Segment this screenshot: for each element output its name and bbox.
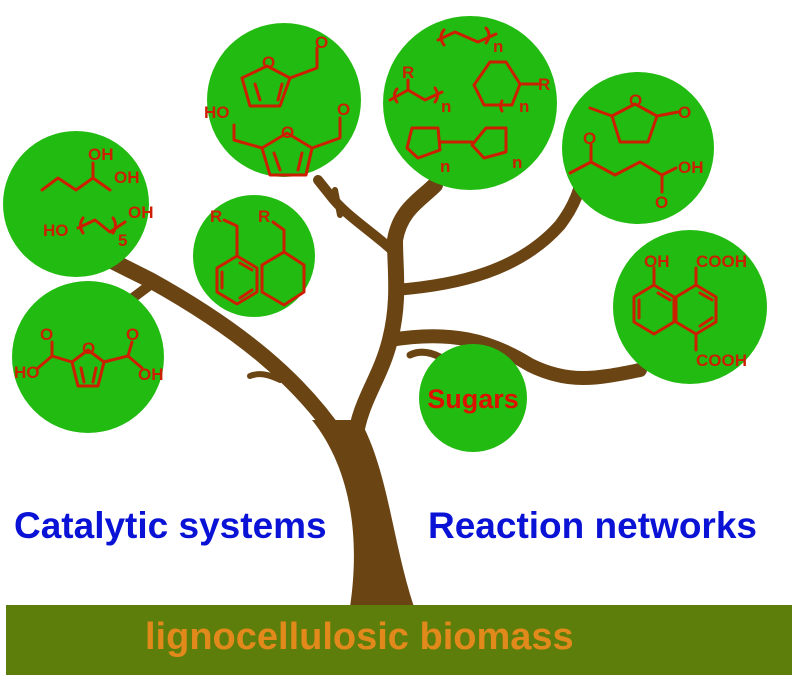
label-subscript-n: n: [493, 37, 503, 56]
label-o: O: [678, 103, 691, 122]
label-r: R: [258, 207, 270, 226]
branch-sugars-twig: [406, 348, 444, 361]
leaf-hydrocarbons: n R n R n n n: [383, 16, 557, 190]
branch-upper-twig: [332, 187, 343, 218]
label-o: O: [281, 123, 294, 142]
label-subscript-n: n: [512, 153, 522, 172]
leaf-naphthalene-acids: OH COOH COOH: [613, 230, 767, 384]
label-r: R: [210, 207, 222, 226]
label-subscript-n: n: [519, 97, 529, 116]
label-cooh: COOH: [696, 252, 747, 271]
leaf-sugars: Sugars: [419, 344, 527, 452]
label-o: O: [583, 129, 596, 148]
leaf-fdca: O HO OH O O: [12, 281, 164, 433]
branch-right-lower: [383, 329, 647, 385]
label-oh: OH: [128, 203, 154, 222]
ground-label: lignocellulosic biomass: [145, 616, 574, 658]
label-o: O: [655, 193, 668, 212]
label-ho: HO: [43, 221, 69, 240]
branch-left-main: [82, 242, 348, 448]
leaf-furfural-hmf: O O HO O O: [204, 23, 361, 177]
label-subscript-n: n: [440, 157, 450, 176]
label-o: O: [629, 91, 642, 110]
branch-left-twig: [247, 371, 283, 383]
label-r: R: [538, 75, 550, 94]
ground-bar: [6, 605, 792, 675]
leaf-alkyl-aromatics: R R: [193, 195, 315, 317]
label-oh: OH: [138, 365, 164, 384]
leaf-gvl-levulinic: O O O OH O: [562, 72, 714, 224]
label-o: O: [315, 33, 328, 52]
label-r: R: [402, 63, 414, 82]
label-o: O: [262, 53, 275, 72]
label-oh: OH: [114, 168, 140, 187]
sugars-label: Sugars: [427, 384, 519, 414]
label-o: O: [82, 339, 95, 358]
reaction-networks-label: Reaction networks: [428, 505, 757, 546]
label-o: O: [337, 100, 350, 119]
label-oh: OH: [644, 252, 670, 271]
label-subscript-n: n: [441, 97, 451, 116]
leaf-diols: OH OH HO OH 5: [3, 131, 154, 277]
tree-branches: [82, 159, 647, 607]
label-ho: HO: [204, 103, 230, 122]
label-o: O: [40, 325, 53, 344]
branch-upper-left: [313, 175, 397, 255]
trunk: [312, 420, 414, 607]
label-oh: OH: [678, 158, 704, 177]
label-cooh: COOH: [696, 351, 747, 370]
label-oh: OH: [88, 145, 114, 164]
label-ho: HO: [14, 363, 40, 382]
label-o: O: [126, 325, 139, 344]
catalytic-systems-label: Catalytic systems: [14, 505, 327, 546]
label-subscript: 5: [118, 231, 127, 250]
